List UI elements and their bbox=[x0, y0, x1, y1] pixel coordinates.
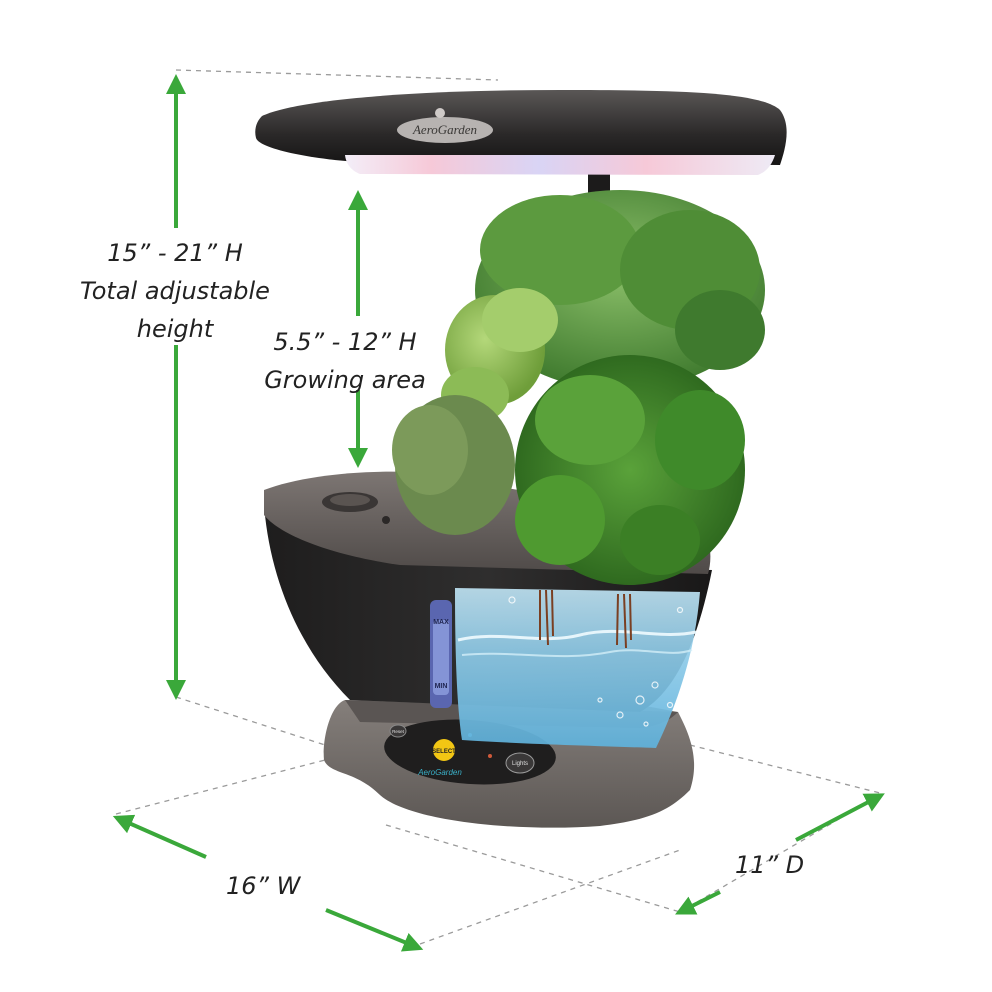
dimension-arrows bbox=[112, 74, 885, 952]
grow-light-hood: AeroGarden bbox=[255, 90, 787, 175]
indicator-dot bbox=[382, 516, 390, 524]
growing-area-caption: Growing area bbox=[264, 366, 426, 394]
total-height-label: 15” - 21” H Total adjustable height bbox=[60, 234, 290, 348]
indicator-light bbox=[488, 754, 492, 758]
panel-logo: AeroGarden bbox=[417, 768, 462, 777]
width-arrow-right bbox=[325, 908, 424, 952]
select-button-label: SELECT bbox=[432, 749, 456, 755]
hood-logo: AeroGarden bbox=[412, 122, 477, 137]
total-height-caption-2: height bbox=[136, 315, 214, 343]
gauge-min-label: MIN bbox=[435, 683, 448, 690]
led-panel bbox=[345, 155, 775, 175]
select-button[interactable] bbox=[433, 739, 455, 761]
plant-roots bbox=[539, 589, 632, 649]
lights-button-label: Lights bbox=[512, 761, 528, 767]
depth-arrow-lower bbox=[675, 890, 721, 915]
width-label: 16” W bbox=[226, 872, 301, 900]
width-arrow-left bbox=[112, 814, 207, 859]
growing-area-value: 5.5” - 12” H bbox=[273, 328, 417, 356]
brand-badge bbox=[435, 108, 445, 118]
herb-plants bbox=[392, 190, 765, 585]
water-bubbles bbox=[508, 596, 684, 727]
water-reservoir bbox=[455, 588, 700, 748]
lights-button[interactable] bbox=[505, 752, 535, 774]
total-height-value: 15” - 21” H bbox=[107, 239, 243, 267]
depth-arrow-upper bbox=[795, 793, 885, 842]
gauge-max-label: MAX bbox=[433, 619, 449, 626]
total-height-caption: Total adjustable bbox=[80, 277, 270, 305]
growing-area-label: 5.5” - 12” H Growing area bbox=[250, 323, 440, 399]
depth-label: 11” D bbox=[735, 851, 805, 879]
reset-button[interactable] bbox=[389, 724, 407, 738]
reset-button-label: Reset bbox=[392, 729, 405, 734]
